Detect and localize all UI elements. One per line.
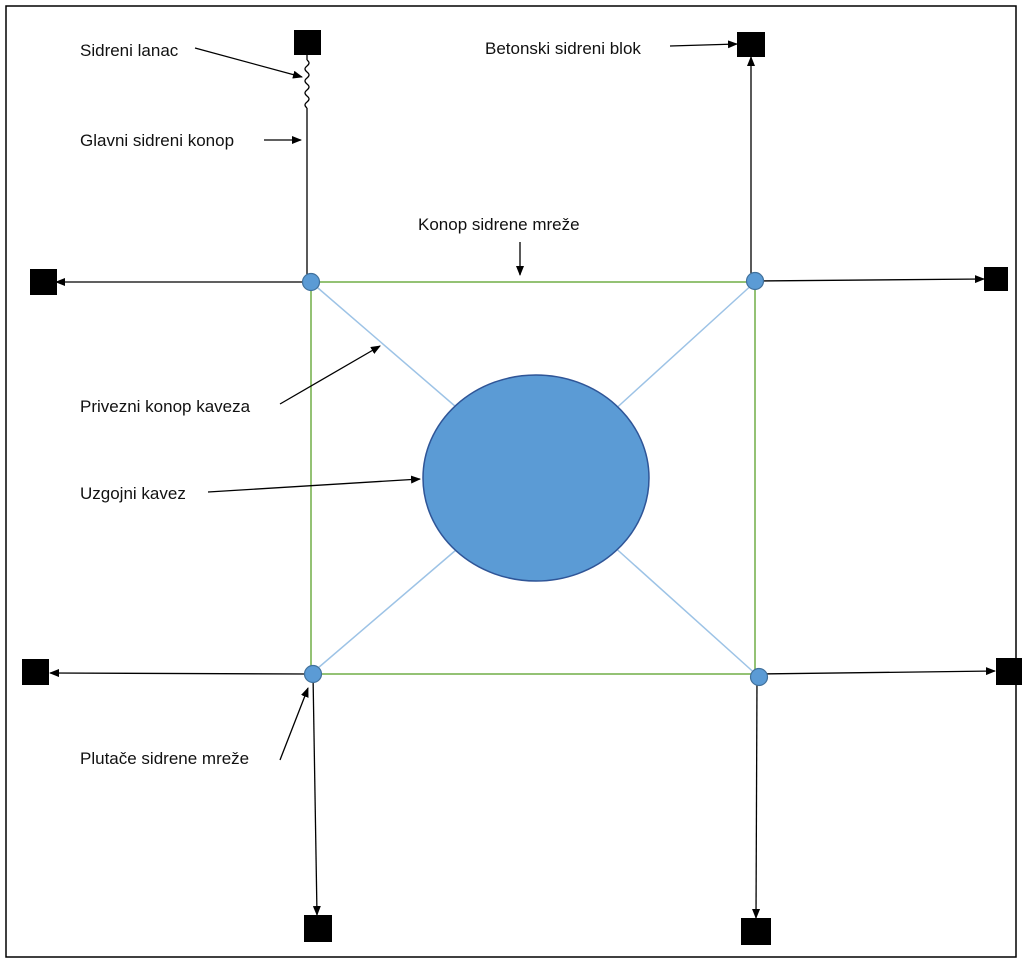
buoy-icon — [301, 272, 321, 292]
anchor-block-icon — [22, 659, 49, 685]
anchor-grid-buoys — [301, 271, 769, 687]
label-glavni-sidreni-konop: Glavni sidreni konop — [80, 131, 234, 150]
anchor-block-icon — [996, 658, 1022, 685]
main-anchor-line-ne-horizontal — [754, 275, 985, 284]
pointer-sidreni-lanac — [194, 47, 303, 79]
label-betonski-sidreni-blok: Betonski sidreni blok — [485, 39, 641, 58]
label-sidreni-lanac: Sidreni lanac — [80, 41, 179, 60]
mooring-line-nw — [310, 281, 464, 414]
anchor-blocks — [22, 30, 1022, 945]
label-plutace-sidrene-mreze: Plutače sidrene mreže — [80, 749, 249, 768]
anchor-chain-icon — [304, 59, 310, 109]
anchor-block-icon — [304, 915, 332, 942]
mooring-line-se — [610, 543, 760, 678]
anchor-block-icon — [294, 30, 321, 55]
pointer-plutace-sidrene-mreze — [279, 687, 309, 761]
pointer-uzgojni-kavez — [207, 475, 421, 493]
diagram-border — [5, 5, 1017, 958]
label-konop-sidrene-mreze: Konop sidrene mreže — [418, 215, 580, 234]
main-anchor-line-se-horizontal — [758, 667, 996, 676]
buoy-icon — [303, 664, 323, 684]
cage-mooring-lines — [310, 281, 760, 678]
anchor-block-icon — [984, 267, 1008, 291]
anchor-grid-rope — [310, 281, 756, 675]
anchor-block-icon — [737, 32, 765, 57]
main-anchor-line-sw-horizontal — [49, 669, 308, 678]
anchor-block-icon — [741, 918, 771, 945]
main-anchor-line-se-vertical — [752, 676, 761, 919]
main-anchor-line-sw-vertical — [312, 673, 321, 916]
label-privezni-konop-kaveza: Privezni konop kaveza — [80, 397, 251, 416]
buoy-icon — [749, 667, 769, 687]
mooring-line-ne — [610, 281, 756, 414]
label-uzgojni-kavez: Uzgojni kavez — [80, 484, 186, 503]
pointer-privezni-konop-kaveza — [279, 345, 381, 405]
buoy-icon — [745, 271, 765, 291]
fish-cage — [422, 374, 650, 582]
pointer-betonski-sidreni-blok — [669, 40, 738, 49]
mooring-line-sw — [310, 543, 464, 675]
anchor-block-icon — [30, 269, 57, 295]
